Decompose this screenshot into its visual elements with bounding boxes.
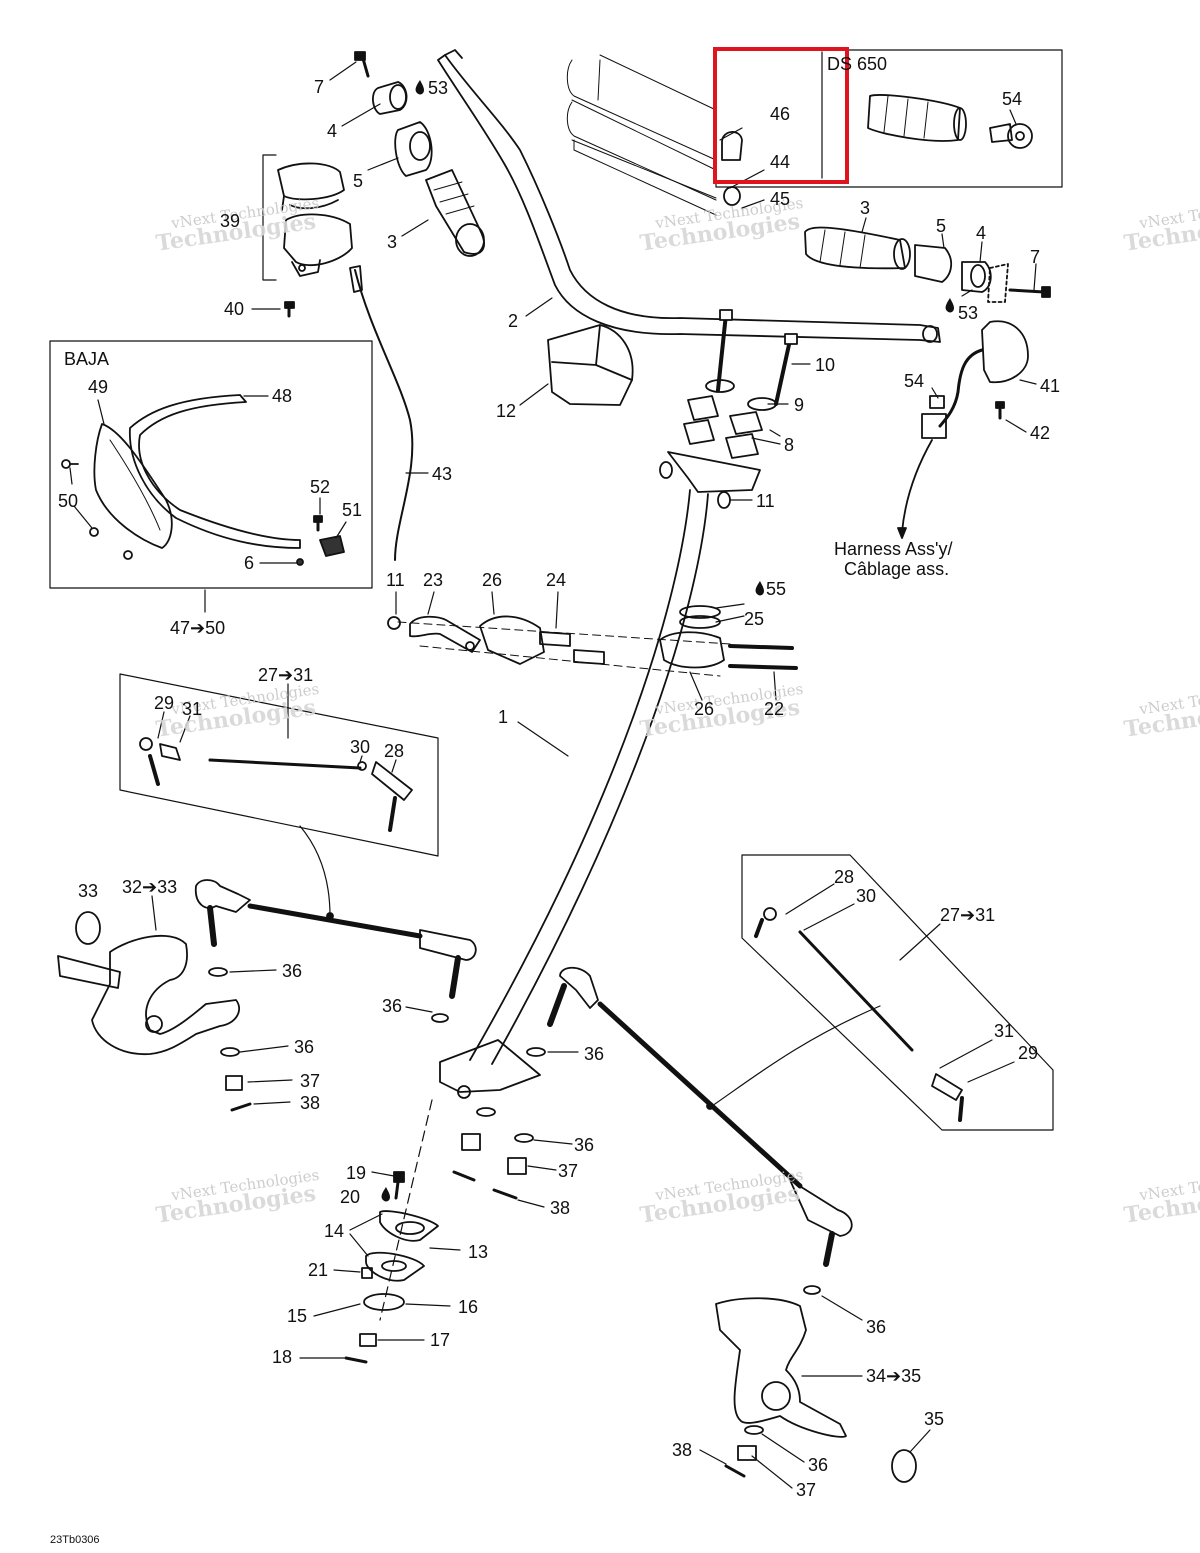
part-label: 35 <box>924 1409 945 1429</box>
part-label: 24 <box>546 570 567 590</box>
part-label: 17 <box>430 1330 451 1350</box>
part-label: 9 <box>794 395 805 415</box>
part-label: 51 <box>342 500 363 520</box>
part-label: 19 <box>346 1163 367 1183</box>
part-label: 4 <box>327 121 338 141</box>
part-label: 53 <box>958 303 979 323</box>
part-label: 11 <box>386 570 405 590</box>
part-label: 42 <box>1030 423 1051 443</box>
highlight-box <box>713 47 849 184</box>
part-label: 14 <box>324 1221 345 1241</box>
part-label: 36 <box>382 996 403 1016</box>
part-label: 1 <box>498 707 509 727</box>
part-label: 38 <box>300 1093 321 1113</box>
part-label: 2 <box>508 311 519 331</box>
part-label: 25 <box>744 609 765 629</box>
part-label: 37 <box>796 1480 817 1500</box>
part-label: 45 <box>770 189 791 209</box>
part-label: 37 <box>300 1071 321 1091</box>
box-title-ds650: DS 650 <box>827 54 888 74</box>
part-label: 44 <box>770 152 791 172</box>
part-label: 28 <box>834 867 855 887</box>
part-label: 29 <box>154 693 175 713</box>
part-label: 34➔35 <box>866 1366 922 1386</box>
throttle-cable-43 <box>354 269 414 561</box>
part-label: 29 <box>1018 1043 1039 1063</box>
part-label: 36 <box>282 961 303 981</box>
part-label: 20 <box>340 1187 361 1207</box>
part-label: 7 <box>314 77 325 97</box>
part-label: 27➔31 <box>258 665 314 685</box>
part-label: 54 <box>1002 89 1023 109</box>
part-label: 50 <box>58 491 79 511</box>
part-label: 48 <box>272 386 293 406</box>
part-label: 26 <box>694 699 715 719</box>
part-label: 21 <box>308 1260 329 1280</box>
part-label: 32➔33 <box>122 877 178 897</box>
harness-label-en: Harness Ass'y/ <box>834 539 953 559</box>
part-label: 36 <box>294 1037 315 1057</box>
part-label: 30 <box>350 737 371 757</box>
part-label: 13 <box>468 1242 489 1262</box>
part-label: 30 <box>856 886 877 906</box>
part-label: 49 <box>88 377 109 397</box>
part-label: 12 <box>496 401 517 421</box>
box-title-baja: BAJA <box>64 349 110 369</box>
part-label: 36 <box>574 1135 595 1155</box>
part-label: 8 <box>784 435 795 455</box>
part-label: 52 <box>310 477 331 497</box>
part-label: 4 <box>976 223 987 243</box>
part-label: 39 <box>220 211 241 231</box>
part-label: 53 <box>428 78 449 98</box>
part-label: 5 <box>353 171 364 191</box>
part-label: 43 <box>432 464 453 484</box>
part-label: 31 <box>994 1021 1015 1041</box>
part-label: 5 <box>936 216 947 236</box>
part-label: 55 <box>766 579 787 599</box>
part-label: 11 <box>756 491 775 511</box>
document-code: 23Tb0306 <box>50 1534 100 1546</box>
part-label: 54 <box>904 371 925 391</box>
handlebar <box>437 54 941 343</box>
part-label: 40 <box>224 299 245 319</box>
part-label: 3 <box>387 232 398 252</box>
part-label: 23 <box>423 570 444 590</box>
part-label: 37 <box>558 1161 579 1181</box>
steering-column <box>667 451 761 493</box>
part-label: 33 <box>78 881 99 901</box>
part-label: 36 <box>584 1044 605 1064</box>
part-label: 6 <box>244 553 255 573</box>
part-label: 10 <box>815 355 836 375</box>
part-label: 31 <box>182 699 203 719</box>
part-label: 26 <box>482 570 503 590</box>
part-label: 41 <box>1040 376 1061 396</box>
part-label: 28 <box>384 741 405 761</box>
part-label: 15 <box>287 1306 308 1326</box>
part-label: 36 <box>866 1317 887 1337</box>
part-label: 3 <box>860 198 871 218</box>
part-label: 47➔50 <box>170 618 226 638</box>
part-label: 16 <box>458 1297 479 1317</box>
part-label: 7 <box>1030 247 1041 267</box>
harness-label-fr: Câblage ass. <box>844 559 950 579</box>
part-label: 36 <box>808 1455 829 1475</box>
part-label: 46 <box>770 104 791 124</box>
part-label: 18 <box>272 1347 293 1367</box>
tie-rod-box-right <box>741 854 1054 1131</box>
tie-rod-box-left <box>119 673 439 857</box>
switch-housing-39 <box>277 162 345 201</box>
baja-box <box>49 340 373 589</box>
cover-12 <box>547 324 634 406</box>
part-label: 38 <box>550 1198 571 1218</box>
part-label: 27➔31 <box>940 905 996 925</box>
part-label: 22 <box>764 699 785 719</box>
part-label: 38 <box>672 1440 693 1460</box>
